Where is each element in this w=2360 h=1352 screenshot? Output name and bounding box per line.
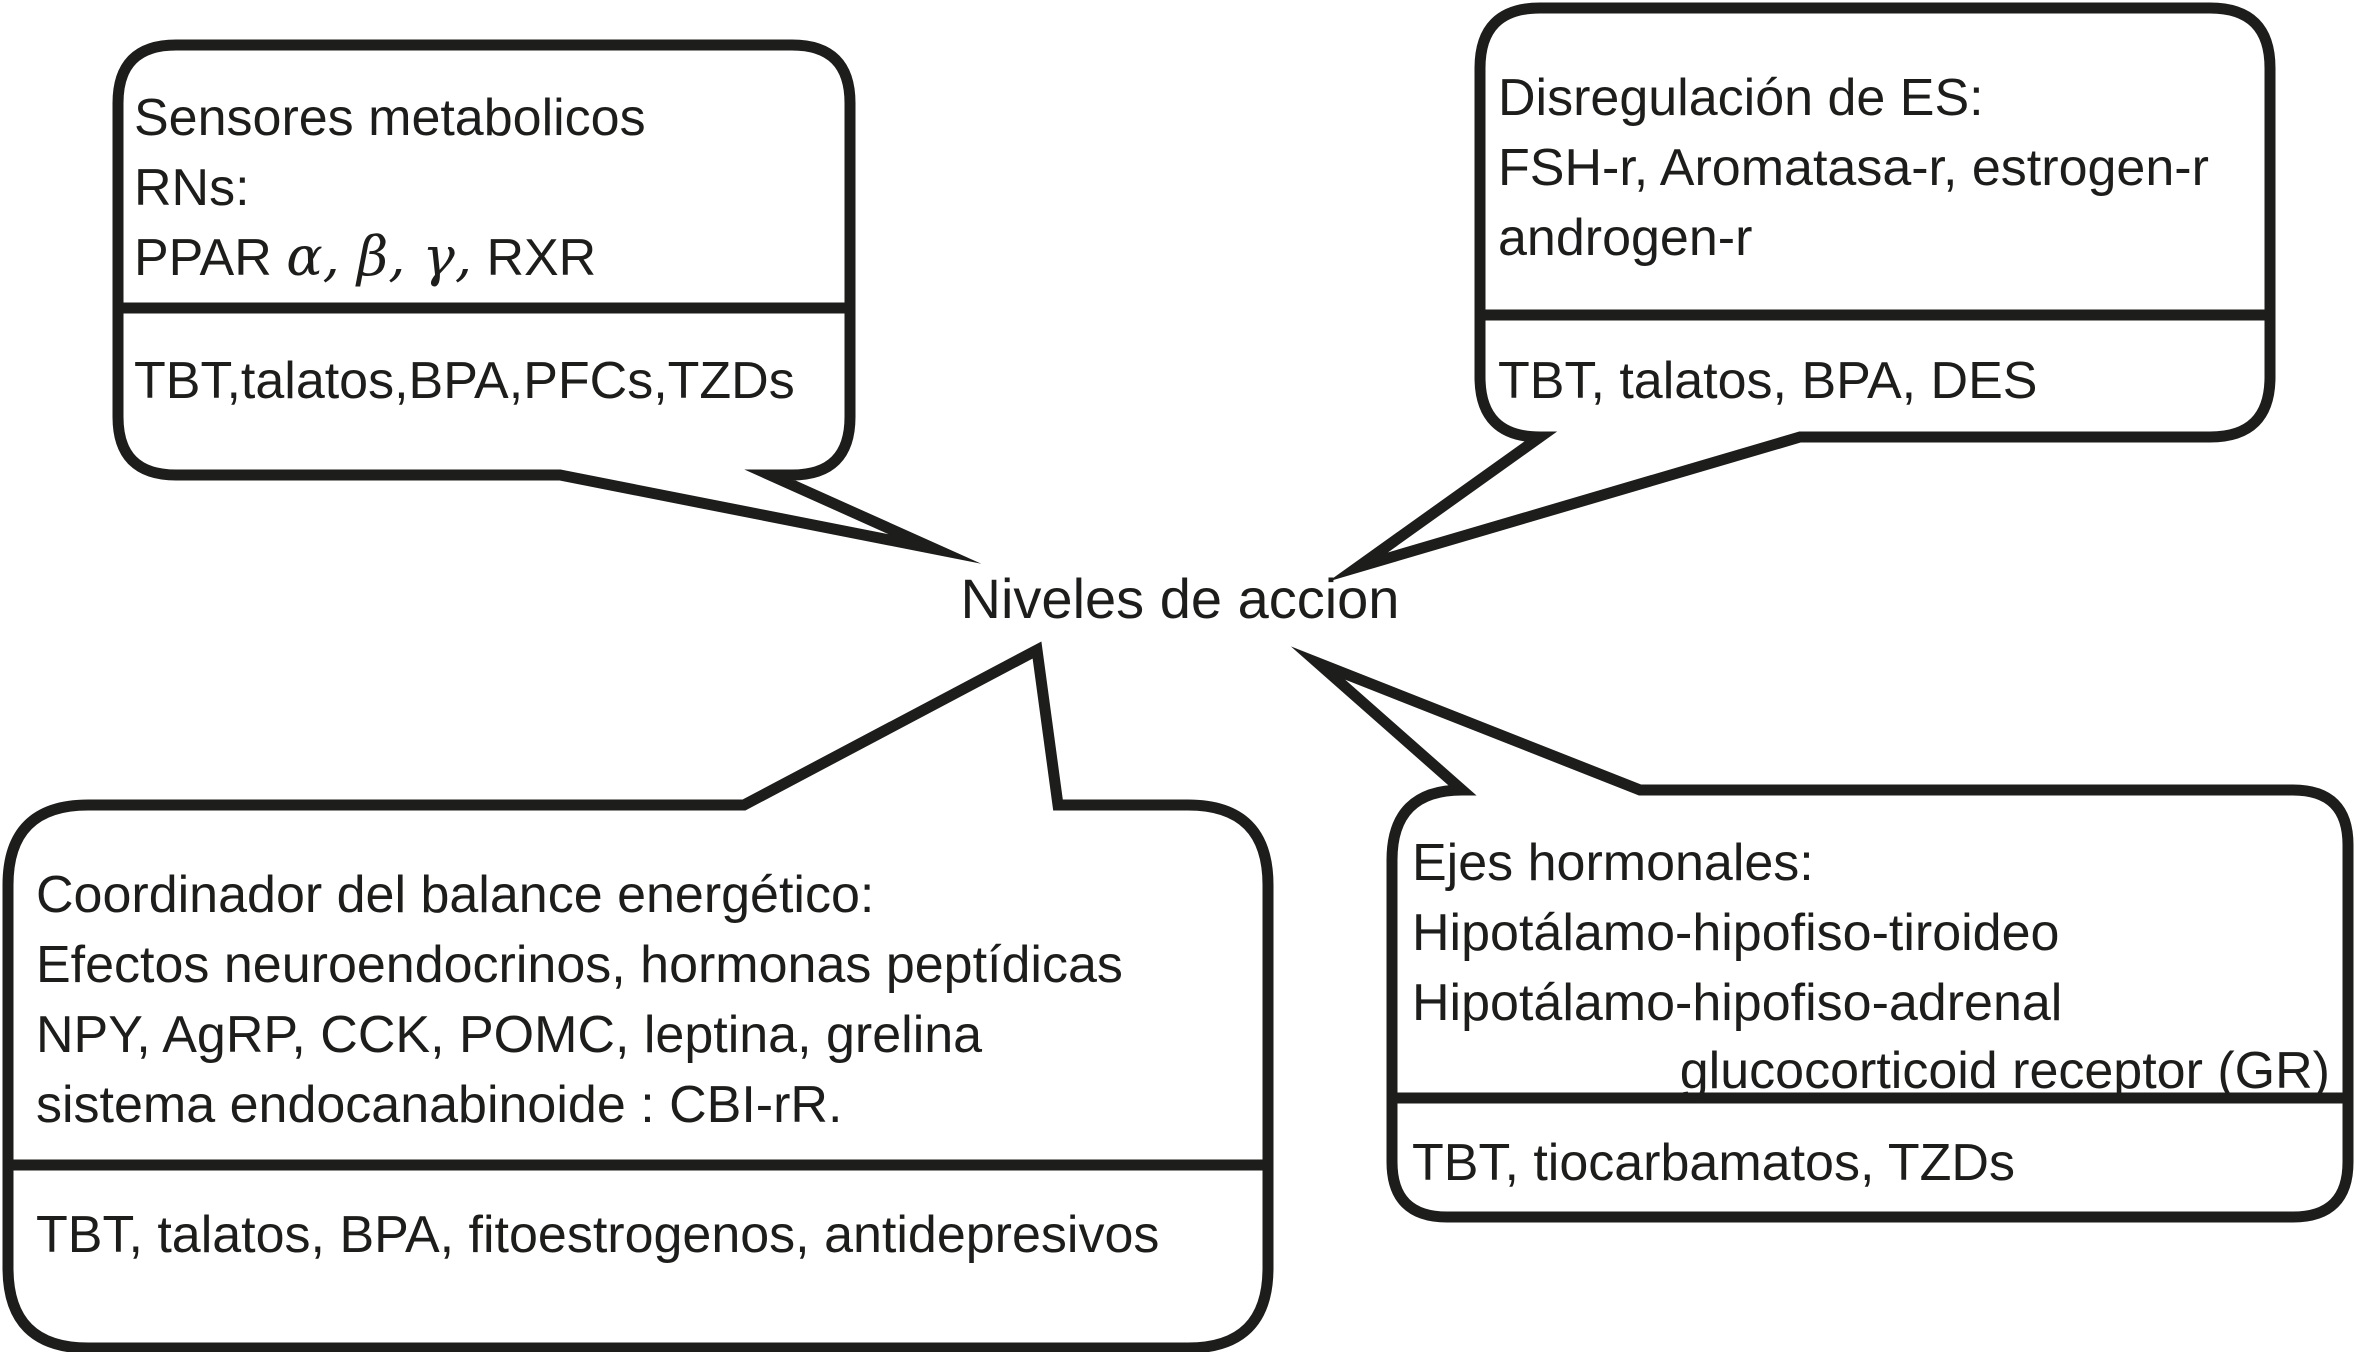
metabolic-sensors-line1: Sensores metabolicos: [134, 89, 646, 147]
energy-balance-line1: Coordinador del balance energético:: [36, 866, 874, 924]
bubble-metabolic-sensors: Sensores metabolicos RNs: PPAR α, β, γ, …: [112, 39, 982, 564]
hormonal-axes-line4: glucocorticoid receptor (GR): [1680, 1042, 2330, 1100]
center-label-levels-of-action: Niveles de accion: [961, 567, 1400, 630]
es-disregulation-chemicals: TBT, talatos, BPA, DES: [1498, 352, 2037, 410]
hormonal-axes-line1: Ejes hormonales:: [1412, 834, 1814, 892]
metabolic-sensors-line3-greek: α, β, γ,: [286, 225, 472, 288]
hormonal-axes-line2: Hipotálamo-hipofiso-tiroideo: [1412, 904, 2059, 962]
hormonal-axes-chemicals: TBT, tiocarbamatos, TZDs: [1412, 1134, 2015, 1192]
energy-balance-line4: sistema endocanabinoide : CBI-rR.: [36, 1076, 842, 1134]
es-disregulation-line1: Disregulación de ES:: [1498, 69, 1984, 127]
metabolic-sensors-chemicals: TBT,talatos,BPA,PFCs,TZDs: [134, 352, 795, 410]
es-disregulation-line2: FSH-r, Aromatasa-r, estrogen-r: [1498, 139, 2209, 197]
energy-balance-line2: Efectos neuroendocrinos, hormonas peptíd…: [36, 936, 1123, 994]
metabolic-sensors-line3-prefix: PPAR: [134, 229, 286, 287]
bubble-energy-balance-outline: [2, 641, 1274, 1352]
bubble-es-disregulation: Disregulación de ES: FSH-r, Aromatasa-r,…: [1328, 2, 2276, 582]
metabolic-sensors-line2: RNs:: [134, 159, 250, 217]
bubble-energy-balance: Coordinador del balance energético: Efec…: [2, 641, 1274, 1352]
bubble-hormonal-axes-outline: [1290, 646, 2354, 1223]
energy-balance-line3: NPY, AgRP, CCK, POMC, leptina, grelina: [36, 1006, 982, 1064]
metabolic-sensors-line3-suffix: RXR: [472, 229, 596, 287]
es-disregulation-line3: androgen-r: [1498, 209, 1752, 267]
bubble-hormonal-axes: Ejes hormonales: Hipotálamo-hipofiso-tir…: [1290, 646, 2354, 1223]
bubble-es-disregulation-outline: [1328, 2, 2276, 582]
energy-balance-chemicals: TBT, talatos, BPA, fitoestrogenos, antid…: [36, 1206, 1159, 1264]
bubble-metabolic-sensors-outline: [112, 39, 982, 564]
hormonal-axes-line3: Hipotálamo-hipofiso-adrenal: [1412, 974, 2062, 1032]
metabolic-sensors-line3: PPAR α, β, γ, RXR: [134, 225, 596, 288]
